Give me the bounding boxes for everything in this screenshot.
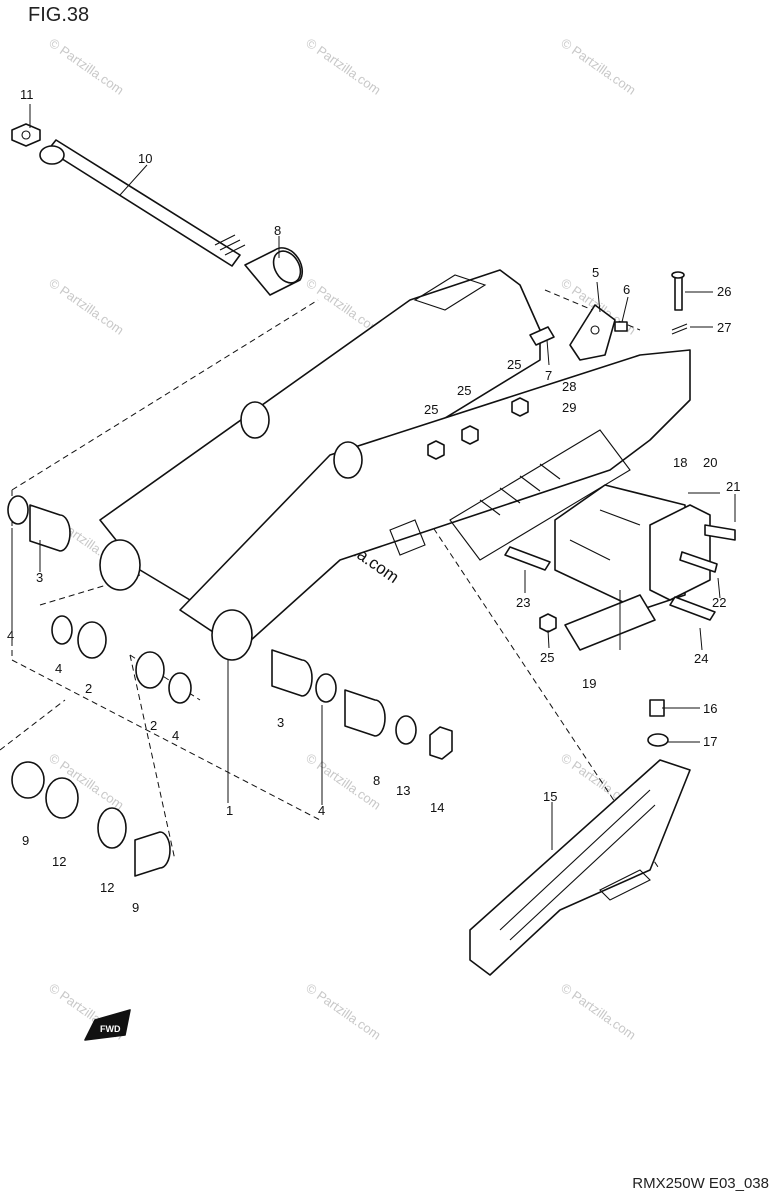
callout-10: 10: [138, 151, 152, 166]
figure-title: FIG.38: [28, 4, 90, 26]
callout-12: 12: [100, 880, 114, 895]
callout-2: 2: [85, 681, 92, 696]
callout-8: 8: [373, 773, 380, 788]
callouts: 1 2 2 3 3 4 4 4 4 5 6 7 8 8 9 9 10 11 12…: [7, 87, 740, 915]
callout-7: 7: [545, 368, 552, 383]
callout-25: 25: [507, 357, 521, 372]
callout-25: 25: [457, 383, 471, 398]
watermark: © Partzilla.com: [46, 275, 126, 338]
callout-6: 6: [623, 282, 630, 297]
callout-11: 11: [20, 87, 34, 102]
callout-15: 15: [543, 789, 557, 804]
fwd-badge-label: FWD: [100, 1024, 121, 1034]
leader-lines: [11, 104, 736, 850]
callout-4: 4: [55, 661, 62, 676]
callout-22: 22: [712, 595, 726, 610]
callout-25: 25: [424, 402, 438, 417]
pivot-nut: [11, 123, 41, 147]
callout-24: 24: [694, 651, 708, 666]
callout-13: 13: [396, 783, 410, 798]
chain-guide-bracket: [504, 484, 736, 651]
callout-16: 16: [703, 701, 717, 716]
fwd-badge: FWD: [84, 1009, 131, 1041]
callout-3: 3: [36, 570, 43, 585]
callout-9: 9: [132, 900, 139, 915]
callout-20: 20: [703, 455, 717, 470]
watermark: © Partzilla.com: [46, 35, 126, 98]
watermark: © Partzilla.com: [303, 980, 383, 1043]
swingarm-body: [99, 269, 691, 661]
callout-12: 12: [52, 854, 66, 869]
pivot-shaft: [39, 139, 246, 267]
callout-17: 17: [703, 734, 717, 749]
callout-5: 5: [592, 265, 599, 280]
chain-adjuster: [529, 304, 628, 361]
callout-8: 8: [274, 223, 281, 238]
callout-18: 18: [673, 455, 687, 470]
collar-top: [244, 247, 304, 296]
callout-19: 19: [582, 676, 596, 691]
callout-28: 28: [562, 379, 576, 394]
callout-2: 2: [150, 718, 157, 733]
callout-25: 25: [540, 650, 554, 665]
drawing-code: RMX250W E03_038: [632, 1175, 769, 1192]
arm-nuts: [427, 397, 529, 460]
callout-27: 27: [717, 320, 731, 335]
pin: [671, 271, 688, 335]
watermark: © Partzilla.com: [558, 35, 638, 98]
watermark: © Partzilla.com: [303, 750, 383, 813]
callout-26: 26: [717, 284, 731, 299]
callout-23: 23: [516, 595, 530, 610]
callout-29: 29: [562, 400, 576, 415]
callout-9: 9: [22, 833, 29, 848]
callout-4: 4: [7, 628, 14, 643]
callout-4: 4: [172, 728, 179, 743]
callout-1: 1: [226, 803, 233, 818]
callout-3: 3: [277, 715, 284, 730]
watermark: © Partzilla.com: [558, 980, 638, 1043]
bearings: [7, 495, 453, 877]
callout-14: 14: [430, 800, 444, 815]
chain-guide: [469, 699, 691, 976]
watermark: © Partzilla.com: [303, 35, 383, 98]
callout-21: 21: [726, 479, 740, 494]
callout-4: 4: [318, 803, 325, 818]
